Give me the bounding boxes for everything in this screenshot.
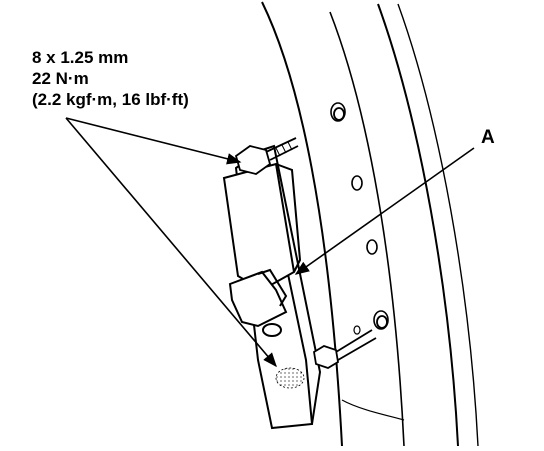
bracket-flange	[261, 144, 322, 425]
access-hole-3	[353, 325, 361, 335]
upper-bolt-shank	[265, 137, 297, 153]
lower-bolt-shank	[335, 329, 373, 353]
panel-lower-lip	[341, 399, 405, 421]
lower-nut	[376, 315, 388, 329]
lower-bolt-head	[313, 345, 339, 369]
access-hole-1	[351, 175, 363, 191]
lower-bolt	[275, 315, 388, 389]
connector-socket	[262, 323, 282, 337]
sensor-connector	[228, 270, 288, 328]
connector-latch	[257, 268, 288, 307]
torque-spec-size: 8 x 1.25 mm	[32, 48, 128, 67]
callout-a-leader	[294, 147, 475, 275]
panel-holes	[330, 102, 389, 335]
upper-nut	[333, 107, 345, 121]
torque-spec-nm: 22 N·m	[32, 69, 89, 88]
access-hole-2	[366, 239, 378, 255]
panel-flange-edge	[329, 11, 405, 447]
torque-leader-upper	[65, 117, 242, 165]
upper-bolt	[234, 107, 345, 175]
panel-inner-edge	[377, 3, 459, 447]
torque-spec: 8 x 1.25 mm 22 N·m (2.2 kgf·m, 16 lbf·ft…	[32, 48, 189, 109]
upper-bolt-head	[234, 145, 272, 175]
sensor-housing	[222, 162, 296, 292]
callout-label-a: A	[481, 127, 495, 148]
torque-leader-lower	[65, 117, 277, 368]
leader-lines	[65, 117, 475, 368]
torque-spec-conversions: (2.2 kgf·m, 16 lbf·ft)	[32, 90, 189, 109]
panel-return-edge	[397, 3, 479, 447]
lower-bolt-stipple	[275, 367, 305, 389]
